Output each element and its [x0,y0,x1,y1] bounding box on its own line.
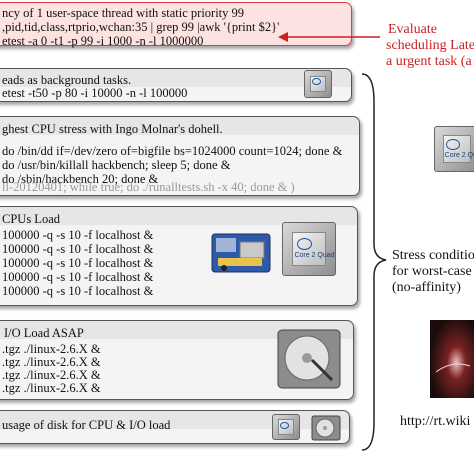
latency-test-box [0,2,352,46]
stress-condition-line-3: (no-affinity) [392,280,461,295]
cpu-load-cmd-1: 100000 -q -s 10 -f localhost & [2,228,154,242]
io-load-cmd-2: .tgz ./linux-2.6.X & [2,355,101,369]
latency-line-1: ncy of 1 user-space thread with static p… [2,6,245,20]
cpu-stress-cmd-3: do /sbin/hackbench 20; done & [2,172,159,186]
network-board-image [211,233,271,273]
annotation-arrow [278,32,380,42]
cpu-load-cmd-4: 100000 -q -s 10 -f localhost & [2,270,154,284]
io-load-heading: I/O Load ASAP [4,326,84,340]
cpu-stress-cmd-2: do /usr/bin/killall hackbench; sleep 5; … [2,158,231,172]
cpu-load-heading: CPUs Load [2,212,60,226]
cpu-stress-cmd-1: do /bin/dd if=/dev/zero of=bigfile bs=10… [2,144,343,158]
rt-wiki-thumbnail [430,320,474,398]
latency-line-2: ,pid,tid,class,rtprio,wchan:35 | grep 99… [2,20,280,34]
core2quad-chip-image-2: Core 2 Quad [282,222,336,276]
cpu-chip-image [304,70,332,98]
chip-label-2: Core 2 Quad [294,252,335,260]
chip-label: Core 2 Quad [444,151,474,159]
cpu-load-cmd-5: 100000 -q -s 10 -f localhost & [2,284,154,298]
grouping-brace [361,73,387,451]
latency-line-3: etest -a 0 -t1 -p 99 -i 1000 -n -l 10000… [2,34,204,48]
stress-condition-line-2: for worst-case [392,264,472,279]
annotation-line-1: Evaluate [388,22,437,37]
rt-wiki-url[interactable]: http://rt.wiki [400,414,471,429]
io-load-cmd-3: .tgz ./linux-2.6.X & [2,368,101,382]
background-command: etest -t50 -p 80 -i 10000 -n -l 100000 [2,86,188,100]
cpu-load-cmd-3: 100000 -q -s 10 -f localhost & [2,256,154,270]
io-load-cmd-1: .tgz ./linux-2.6.X & [2,342,101,356]
hard-disk-small-image [311,415,341,441]
annotation-line-3: a urgent task (a [386,54,472,69]
io-load-cmd-4: .tgz ./linux-2.6.X & [2,381,101,395]
core2quad-chip-image: Core 2 Quad [434,126,474,172]
annotation-line-2: scheduling Late [386,38,474,53]
background-heading: eads as background tasks. [2,73,132,87]
hard-disk-image [277,329,341,389]
background-tasks-box [0,68,352,102]
cpu-stress-box [0,116,360,196]
disk-usage-heading: usage of disk for CPU & I/O load [2,418,171,432]
cpu-chip-small [272,414,300,440]
cpu-stress-heading: ghest CPU stress with Ingo Molnar's dohe… [2,122,223,136]
cpu-load-cmd-2: 100000 -q -s 10 -f localhost & [2,242,154,256]
cpu-stress-faded-cmd: ll-20120401; while true; do ./runalltest… [2,180,295,194]
stress-condition-line-1: Stress conditio [392,248,474,263]
